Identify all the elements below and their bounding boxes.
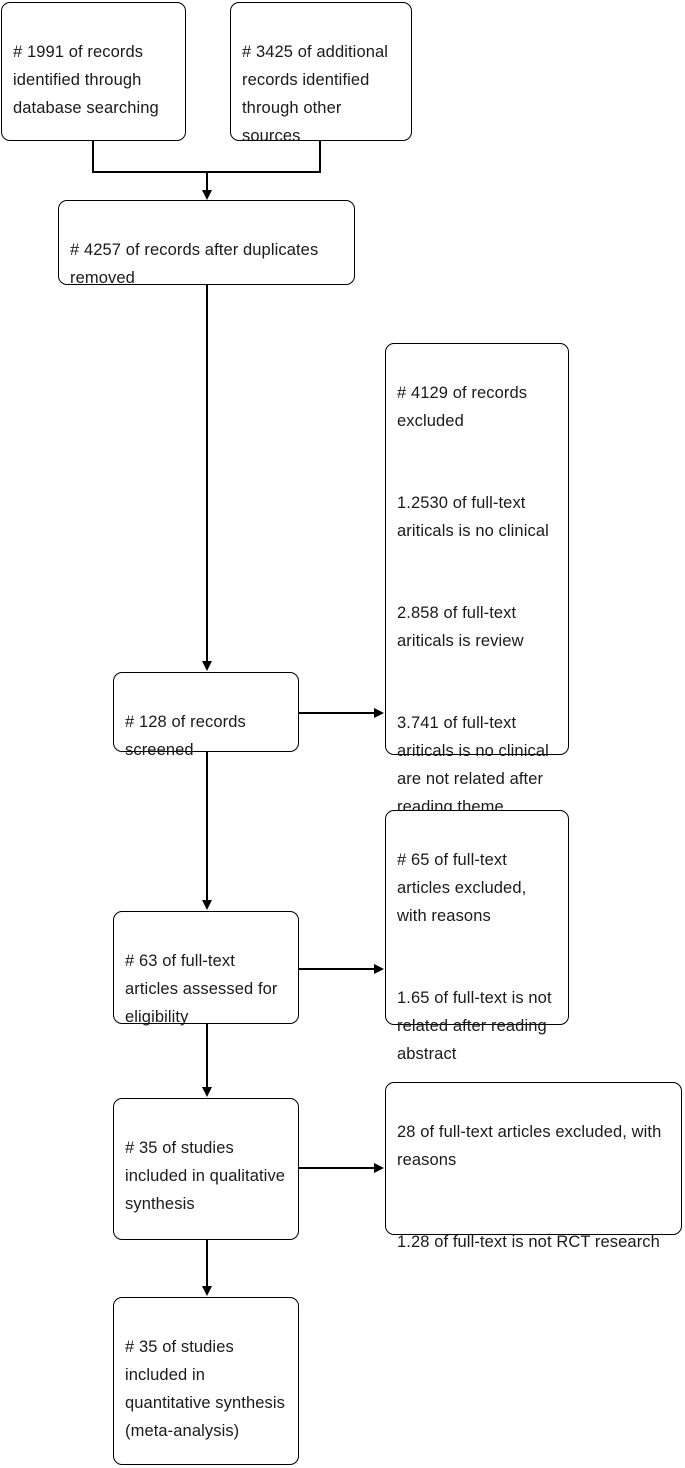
node-fulltext-excluded-abstract-para-1: # 65 of full-text articles excluded, wit… <box>397 851 527 925</box>
node-fulltext-assessed-text: # 63 of full-text articles assessed for … <box>125 952 278 1026</box>
arrowhead-to-fulltext-excluded-rct <box>374 1162 384 1173</box>
node-fulltext-excluded-abstract-para-2: 1.65 of full-text is not related after r… <box>397 989 552 1063</box>
arrowhead-to-fulltext-assessed <box>201 900 212 910</box>
node-identification-database: # 1991 of records identified through dat… <box>1 2 186 141</box>
connector-assessed-to-qualitative <box>206 1024 208 1088</box>
node-qualitative-synthesis: # 35 of studies included in qualitative … <box>113 1098 299 1240</box>
connector-screened-to-excluded <box>299 712 375 714</box>
node-records-screened: # 128 of records screened <box>113 672 299 759</box>
connector-duplicates-to-screened <box>206 285 208 662</box>
arrowhead-to-quantitative <box>201 1286 212 1296</box>
connector-other-down <box>319 141 321 173</box>
node-fulltext-excluded-abstract: # 65 of full-text articles excluded, wit… <box>385 810 569 1063</box>
node-records-screened-text: # 128 of records screened <box>125 713 246 759</box>
node-quantitative-synthesis-text: # 35 of studies included in quantitative… <box>125 1338 285 1440</box>
connector-qualitative-to-excluded <box>299 1167 375 1169</box>
connector-screened-to-fulltext <box>206 752 208 901</box>
node-fulltext-excluded-rct-para-2: 1.28 of full-text is not RCT research <box>397 1233 660 1251</box>
node-identification-other-sources-text: # 3425 of additional records identified … <box>242 43 389 145</box>
arrowhead-to-duplicates <box>201 190 212 200</box>
arrowhead-to-screened <box>201 661 212 671</box>
connector-merge-to-duplicates <box>206 171 208 193</box>
node-qualitative-synthesis-text: # 35 of studies included in qualitative … <box>125 1139 286 1213</box>
arrowhead-to-fulltext-excluded-abstract <box>374 963 384 974</box>
node-identification-other-sources: # 3425 of additional records identified … <box>230 2 412 145</box>
node-fulltext-assessed: # 63 of full-text articles assessed for … <box>113 911 299 1026</box>
connector-db-down <box>92 141 94 173</box>
node-fulltext-excluded-rct-para-1: 28 of full-text articles excluded, with … <box>397 1123 662 1169</box>
node-records-excluded-para-3: 2.858 of full-text ariticals is review <box>397 604 524 650</box>
arrowhead-to-qualitative <box>201 1087 212 1097</box>
connector-qualitative-to-quantitative <box>206 1240 208 1288</box>
node-records-excluded-para-1: # 4129 of records excluded <box>397 384 528 430</box>
arrowhead-to-records-excluded <box>374 707 384 718</box>
node-records-excluded-para-2: 1.2530 of full-text ariticals is no clin… <box>397 494 549 540</box>
node-fulltext-excluded-rct: 28 of full-text articles excluded, with … <box>385 1082 682 1251</box>
node-duplicates-removed-text: # 4257 of records after duplicates remov… <box>70 241 319 287</box>
node-quantitative-synthesis: # 35 of studies included in quantitative… <box>113 1297 299 1465</box>
node-identification-database-text: # 1991 of records identified through dat… <box>13 43 159 117</box>
node-duplicates-removed: # 4257 of records after duplicates remov… <box>58 200 355 287</box>
node-records-excluded: # 4129 of records excluded 1.2530 of ful… <box>385 343 569 816</box>
connector-assessed-to-excluded <box>299 968 375 970</box>
node-records-excluded-para-4: 3.741 of full-text ariticals is no clini… <box>397 714 549 816</box>
